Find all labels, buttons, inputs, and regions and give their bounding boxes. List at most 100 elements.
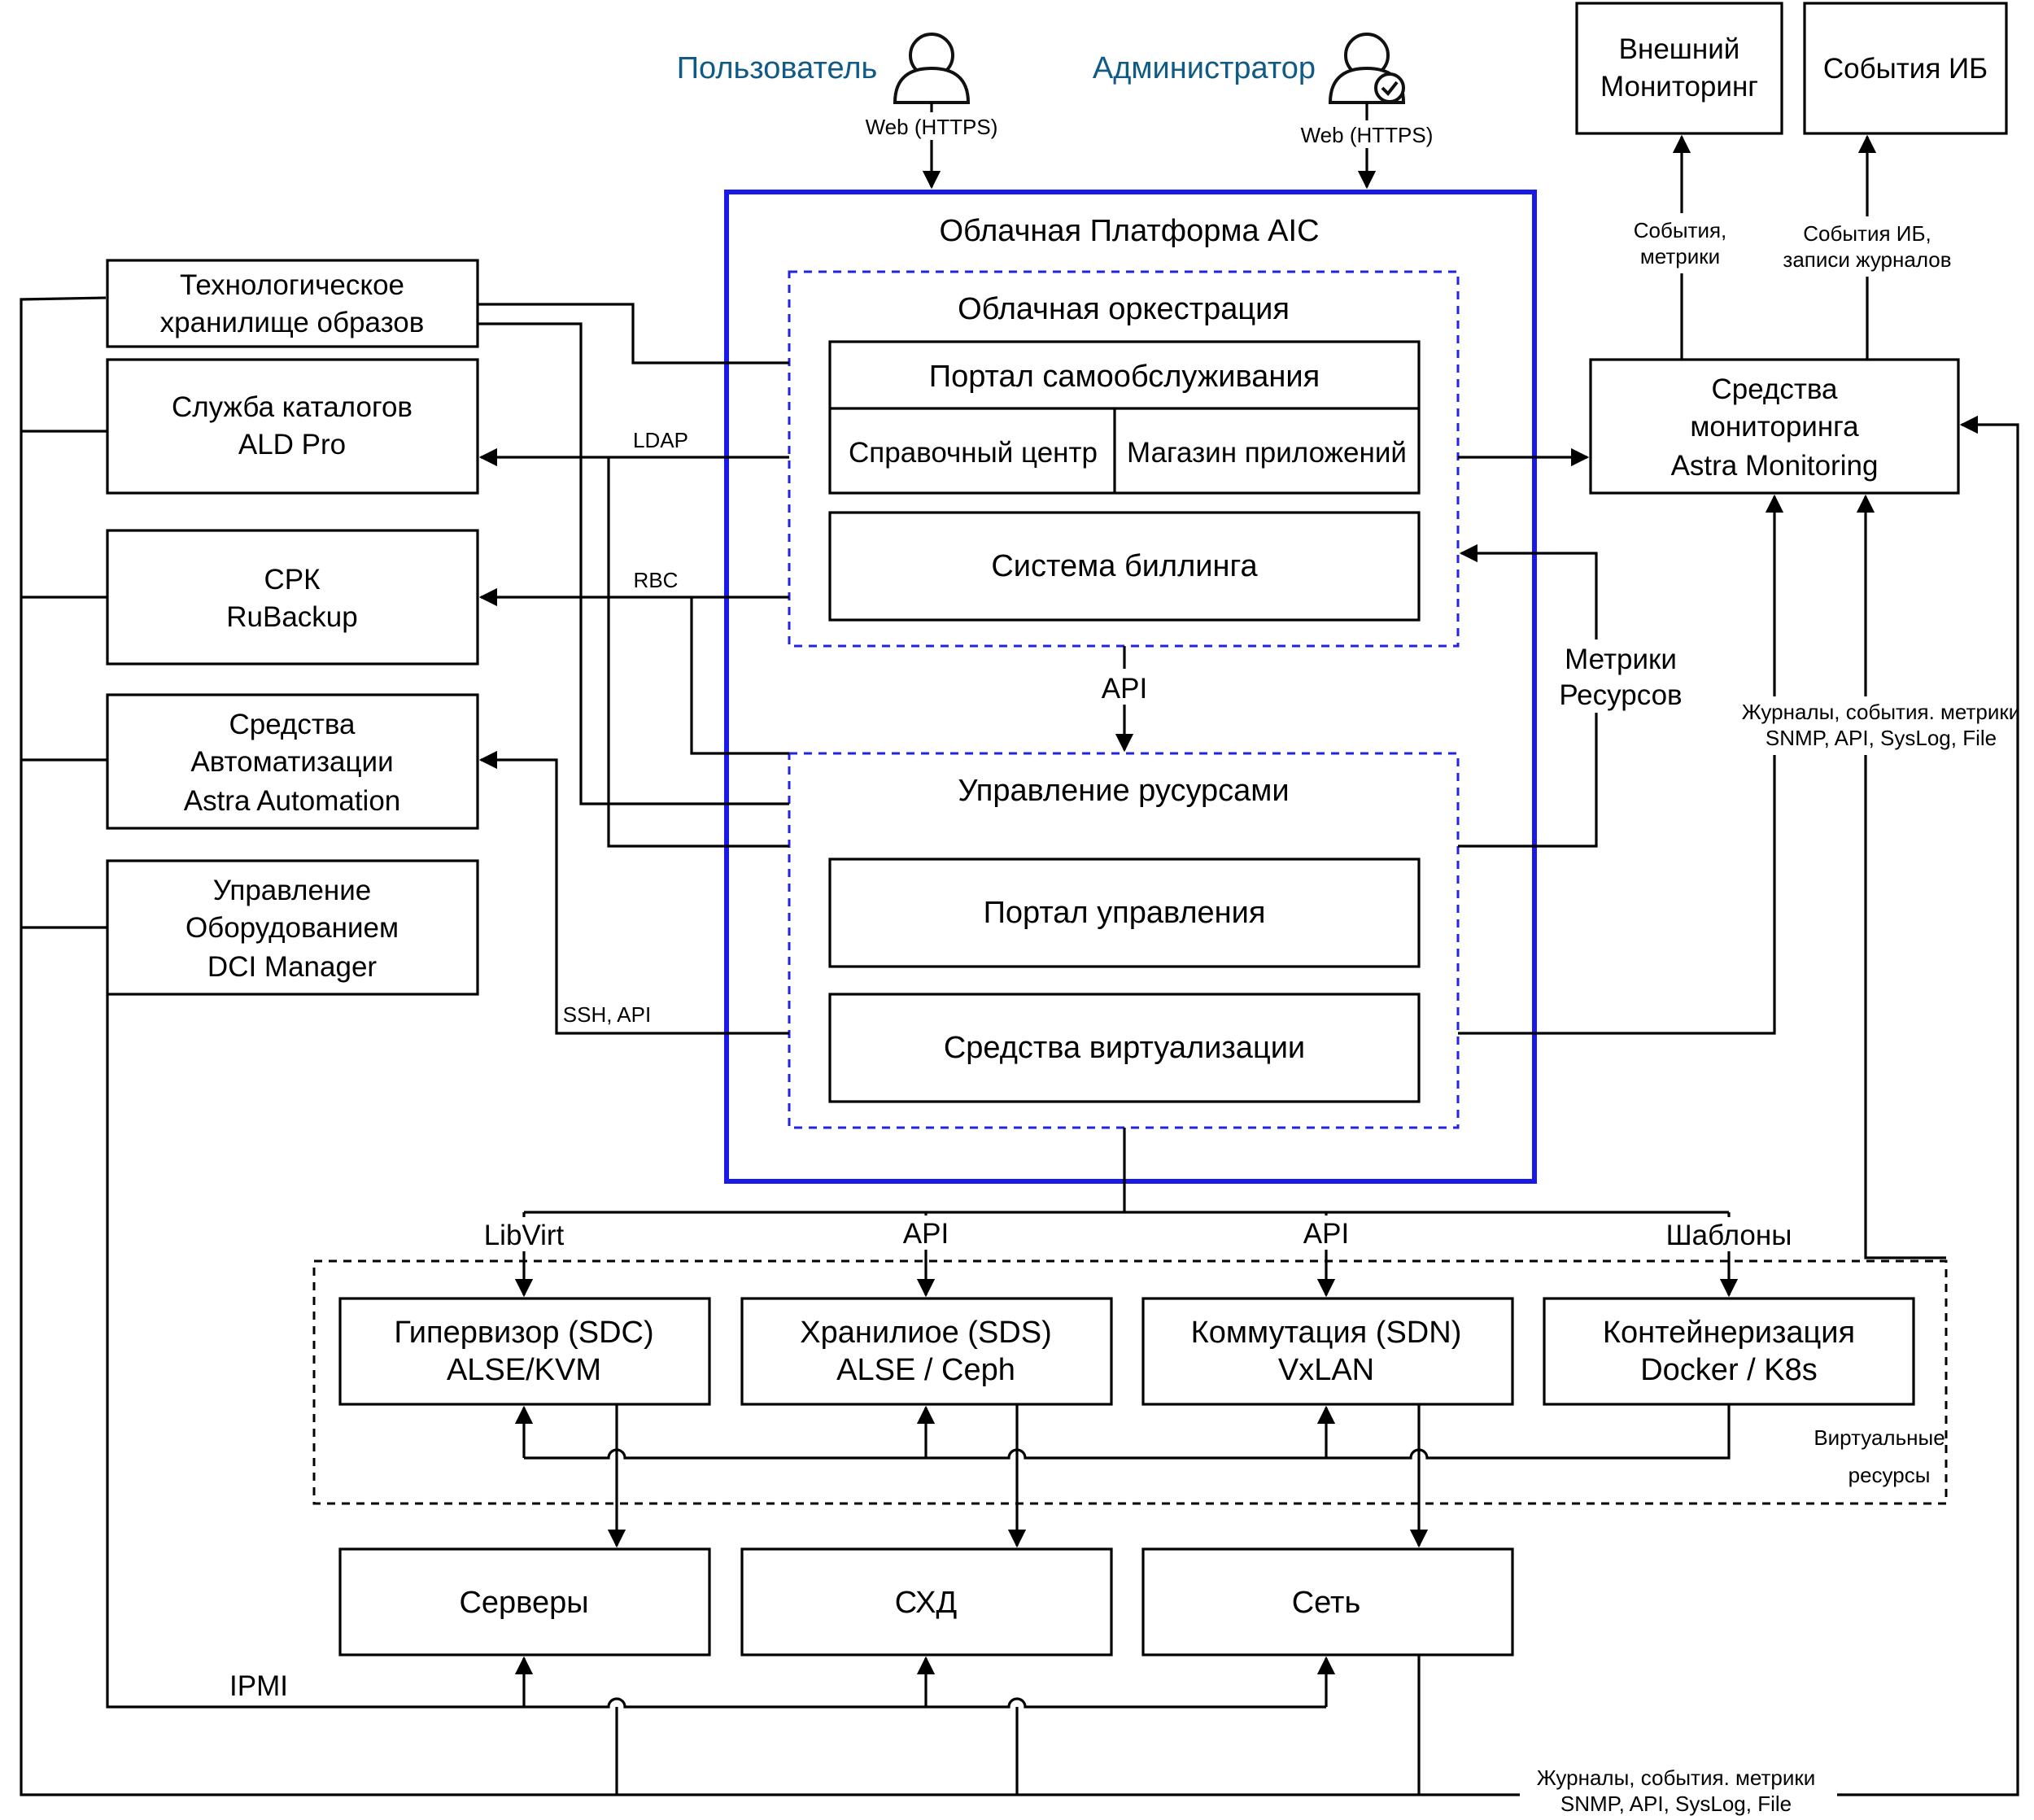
orchestration-title: Облачная оркестрация (958, 292, 1290, 326)
automation-line-2: Автоматизации (190, 746, 393, 778)
edge-ssh-api-label: SSH, API (563, 1002, 651, 1027)
external-monitoring-line-1: Внешний (1619, 33, 1740, 65)
sdn-line-2: VxLAN (1278, 1353, 1374, 1387)
servers-node: Серверы (338, 1547, 711, 1656)
image-storage-line-2: хранилище образов (160, 307, 425, 338)
rubackup-line-1: СРК (264, 564, 321, 596)
edge-templates-label: Шаблоны (1666, 1220, 1792, 1251)
app-store-label: Магазин приложений (1127, 437, 1407, 469)
self-service-portal-label: Портал самообслуживания (929, 360, 1320, 394)
edge-logs-right-line-2: SNMP, API, SysLog, File (1766, 726, 1997, 750)
edge-resource-metrics-line-2: Ресурсов (1559, 679, 1682, 711)
ald-pro-node: Служба каталогов ALD Pro (106, 358, 479, 495)
admin-link-label: Web (HTTPS) (1301, 123, 1434, 147)
edge-orchestration-to-resources: API (1092, 646, 1157, 753)
astra-monitoring-line-3: Astra Monitoring (1671, 450, 1879, 482)
admin-link-bg (1290, 120, 1444, 148)
user-icon (893, 33, 971, 104)
sds-node: Хранилиое (SDS) ALSE / Ceph (740, 1297, 1113, 1406)
edge-events-metrics-line-1: События, (1634, 218, 1727, 242)
virtual-resources-label-1: Виртуальные (1814, 1425, 1945, 1450)
hypervisor-line-2: ALSE/KVM (447, 1353, 601, 1387)
external-monitoring-node: Внешний Мониторинг (1575, 2, 1783, 135)
dci-manager-node: Управление Оборудованием DCI Manager (106, 859, 479, 996)
admin-label: Администратор (1093, 51, 1316, 85)
edge-logs-bottom-line-2: SNMP, API, SysLog, File (1560, 1792, 1792, 1816)
network-node: Сеть (1141, 1547, 1514, 1656)
astra-monitoring-line-1: Средства (1711, 373, 1838, 405)
edge-security-logs-line-2: записи журналов (1783, 247, 1951, 272)
edge-monitoring-to-security: События ИБ, записи журналов (1774, 134, 1962, 360)
sdn-line-1: Коммутация (SDN) (1191, 1316, 1462, 1350)
ald-pro-line-1: Служба каталогов (172, 391, 412, 423)
edge-events-metrics-line-2: метрики (1640, 244, 1720, 268)
dci-manager-line-1: Управление (213, 875, 372, 906)
management-portal: Портал управления (828, 858, 1421, 968)
edge-rbc-label: RBC (634, 568, 679, 592)
billing-system-label: Система биллинга (991, 549, 1258, 583)
edge-api-network-label: API (1303, 1218, 1349, 1250)
automation-node: Средства Автоматизации Astra Automation (106, 693, 479, 830)
edge-resource-metrics-line-1: Метрики (1565, 644, 1677, 675)
containers-line-1: Контейнеризация (1603, 1316, 1855, 1350)
hypervisor-node: Гипервизор (SDC) ALSE/KVM (338, 1297, 711, 1406)
edge-ldap-label: LDAP (633, 428, 688, 452)
user-link-label: Web (HTTPS) (866, 115, 998, 139)
billing-system: Система биллинга (828, 511, 1421, 622)
user-label: Пользователь (677, 51, 878, 85)
virtualization-tools-label: Средства виртуализации (944, 1031, 1305, 1065)
edge-virtual-to-monitoring: Журналы, события. метрики SNMP, API, Sys… (1741, 494, 2032, 1259)
edge-virtual-to-hardware (607, 1404, 1429, 1548)
edge-images-to-resources (478, 322, 789, 805)
external-monitoring-line-2: Мониторинг (1600, 71, 1758, 103)
resources-title: Управление русурсами (958, 774, 1289, 808)
edge-security-logs-line-1: События ИБ, (1803, 221, 1931, 246)
edge-rbc-resources (690, 597, 789, 755)
virtual-edge-labels: LibVirt API API Шаблоны (474, 1216, 1798, 1251)
api-label: API (1102, 673, 1147, 705)
dci-manager-line-2: Оборудованием (186, 912, 399, 944)
cloud-platform-container: Облачная Платформа AIC (724, 190, 1537, 1184)
shd-node: СХД (740, 1547, 1113, 1656)
image-storage-node: Технологическое хранилище образов (106, 259, 479, 348)
platform-to-virtual-bus (514, 1128, 1739, 1298)
edge-ssh-api: SSH, API (478, 750, 789, 1035)
rubackup-line-2: RuBackup (226, 601, 357, 633)
edge-monitoring-to-external: События, метрики (1619, 134, 1744, 360)
edge-rbc: RBC (478, 568, 789, 607)
rubackup-node: СРК RuBackup (106, 529, 479, 666)
admin-actor: Администратор Web (HTTPS) (1093, 33, 1444, 190)
self-service-portal: Портал самообслуживания Справочный центр… (828, 340, 1421, 495)
sdn-node: Коммутация (SDN) VxLAN (1141, 1297, 1514, 1406)
edge-ldap-resources (607, 457, 789, 848)
admin-icon (1328, 33, 1406, 104)
containers-node: Контейнеризация Docker / K8s (1543, 1297, 1915, 1406)
containers-line-2: Docker / K8s (1640, 1353, 1818, 1387)
virtual-resources-label-2: ресурсы (1848, 1463, 1931, 1487)
management-portal-label: Портал управления (984, 896, 1266, 930)
network-label: Сеть (1292, 1586, 1361, 1620)
ipmi-label: IPMI (229, 1670, 288, 1702)
resources-group: Управление русурсами Портал управления С… (788, 752, 1460, 1129)
edge-images-to-orchestration (478, 303, 789, 364)
edge-logs-bottom-line-1: Журналы, события. метрики (1537, 1765, 1816, 1790)
help-center-label: Справочный центр (849, 437, 1098, 469)
cloud-platform-title: Облачная Платформа AIC (939, 214, 1319, 248)
user-actor: Пользователь Web (HTTPS) (677, 33, 1009, 190)
edge-logs-right-line-1: Журналы, события. метрики (1742, 700, 2021, 724)
sds-line-2: ALSE / Ceph (836, 1353, 1015, 1387)
edge-resource-metrics: Метрики Ресурсов (1458, 543, 1697, 848)
hypervisor-line-1: Гипервизор (SDC) (394, 1316, 653, 1350)
sds-line-1: Хранилиое (SDS) (800, 1316, 1052, 1350)
shd-label: СХД (895, 1586, 958, 1620)
orchestration-group: Облачная оркестрация Портал самообслужив… (788, 270, 1460, 648)
security-events-label: События ИБ (1823, 53, 1988, 85)
automation-line-1: Средства (229, 709, 356, 740)
virtual-resources-group: Виртуальные ресурсы (312, 1259, 1948, 1505)
edge-ldap: LDAP (478, 428, 789, 467)
security-events-node: События ИБ (1803, 2, 2008, 135)
edge-virtualization-to-monitoring (1458, 494, 1784, 1035)
virtual-interconnect-bus (514, 1404, 1731, 1460)
virtualization-tools: Средства виртуализации (828, 993, 1421, 1103)
